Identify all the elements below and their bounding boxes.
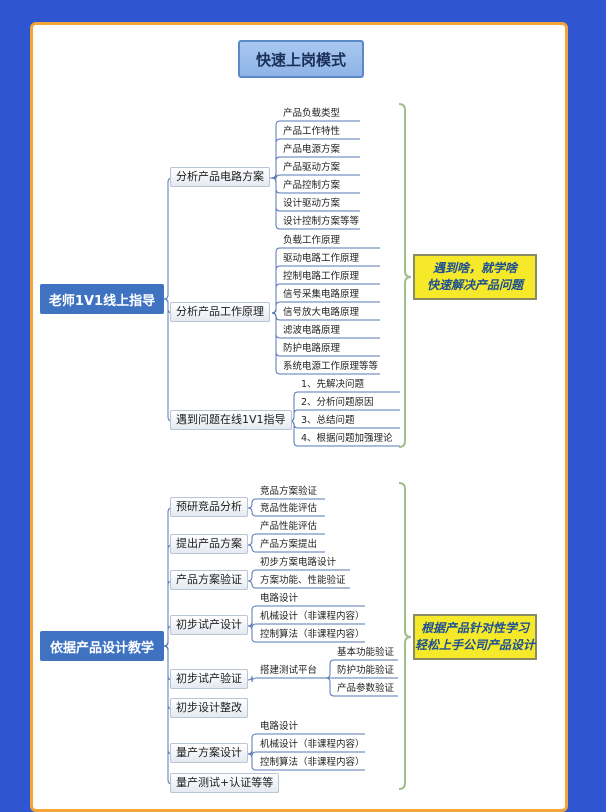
leaf: 设计控制方案等等 [283,216,360,227]
branch-propose-scheme: 提出产品方案 [170,534,248,554]
branch-mass-design: 量产方案设计 [170,743,248,763]
leaf: 方案功能、性能验证 [260,575,346,586]
root-node-product-design: 依据产品设计教学 [40,631,164,661]
leaf: 防护功能验证 [337,665,395,676]
sub-branch-test-platform: 搭建测试平台 [260,665,318,676]
callout-line: 遇到啥，就学啥 [432,261,517,275]
branch-scheme-verify: 产品方案验证 [170,570,248,590]
leaf: 基本功能验证 [337,647,395,658]
branch-mass-test: 量产测试+认证等等 [170,773,280,793]
leaf: 产品性能评估 [260,521,318,532]
callout-learn-on-demand: 遇到啥，就学啥 快速解决产品问题 [413,254,537,300]
leaf: 控制电路工作原理 [283,271,360,282]
callout-line: 根据产品针对性学习 [420,621,529,635]
leaf: 电路设计 [260,593,299,604]
leaf: 初步方案电路设计 [260,557,337,568]
branch-trial-design: 初步试产设计 [170,615,248,635]
root-node-online-guidance: 老师1V1线上指导 [40,284,164,314]
leaf: 系统电源工作原理等等 [283,361,379,372]
leaf: 2、分析问题原因 [301,397,374,408]
leaf: 竞品方案验证 [260,486,318,497]
leaf: 产品负载类型 [283,108,341,119]
branch-circuit-scheme: 分析产品电路方案 [170,167,270,187]
leaf: 产品驱动方案 [283,162,341,173]
leaf: 产品电源方案 [283,144,341,155]
leaf: 竞品性能评估 [260,503,318,514]
leaf: 3、总结问题 [301,415,355,426]
leaf: 产品参数验证 [337,683,395,694]
leaf: 产品工作特性 [283,126,341,137]
callout-product-learning: 根据产品针对性学习 轻松上手公司产品设计 [413,614,537,660]
leaf: 机械设计（非课程内容） [260,739,365,750]
leaf: 信号采集电路原理 [283,289,360,300]
branch-trial-verify: 初步试产验证 [170,669,248,689]
leaf: 电路设计 [260,721,299,732]
branch-design-rectify: 初步设计整改 [170,698,248,718]
leaf: 4、根据问题加强理论 [301,433,393,444]
mindmap-card [30,22,568,812]
leaf: 机械设计（非课程内容） [260,611,365,622]
leaf: 控制算法（非课程内容） [260,629,365,640]
leaf: 信号放大电路原理 [283,307,360,318]
mode-title: 快速上岗模式 [238,40,364,78]
leaf: 负载工作原理 [283,235,341,246]
branch-working-principle: 分析产品工作原理 [170,302,270,322]
leaf: 1、先解决问题 [301,379,365,390]
branch-online-1v1: 遇到问题在线1V1指导 [170,410,292,430]
leaf: 产品方案提出 [260,539,318,550]
leaf: 滤波电路原理 [283,325,341,336]
leaf: 控制算法（非课程内容） [260,757,365,768]
leaf: 设计驱动方案 [283,198,341,209]
branch-competitor-analysis: 预研竞品分析 [170,497,248,517]
leaf: 产品控制方案 [283,180,341,191]
leaf: 防护电路原理 [283,343,341,354]
callout-line: 快速解决产品问题 [426,278,523,292]
callout-line: 轻松上手公司产品设计 [415,638,536,652]
leaf: 驱动电路工作原理 [283,253,360,264]
